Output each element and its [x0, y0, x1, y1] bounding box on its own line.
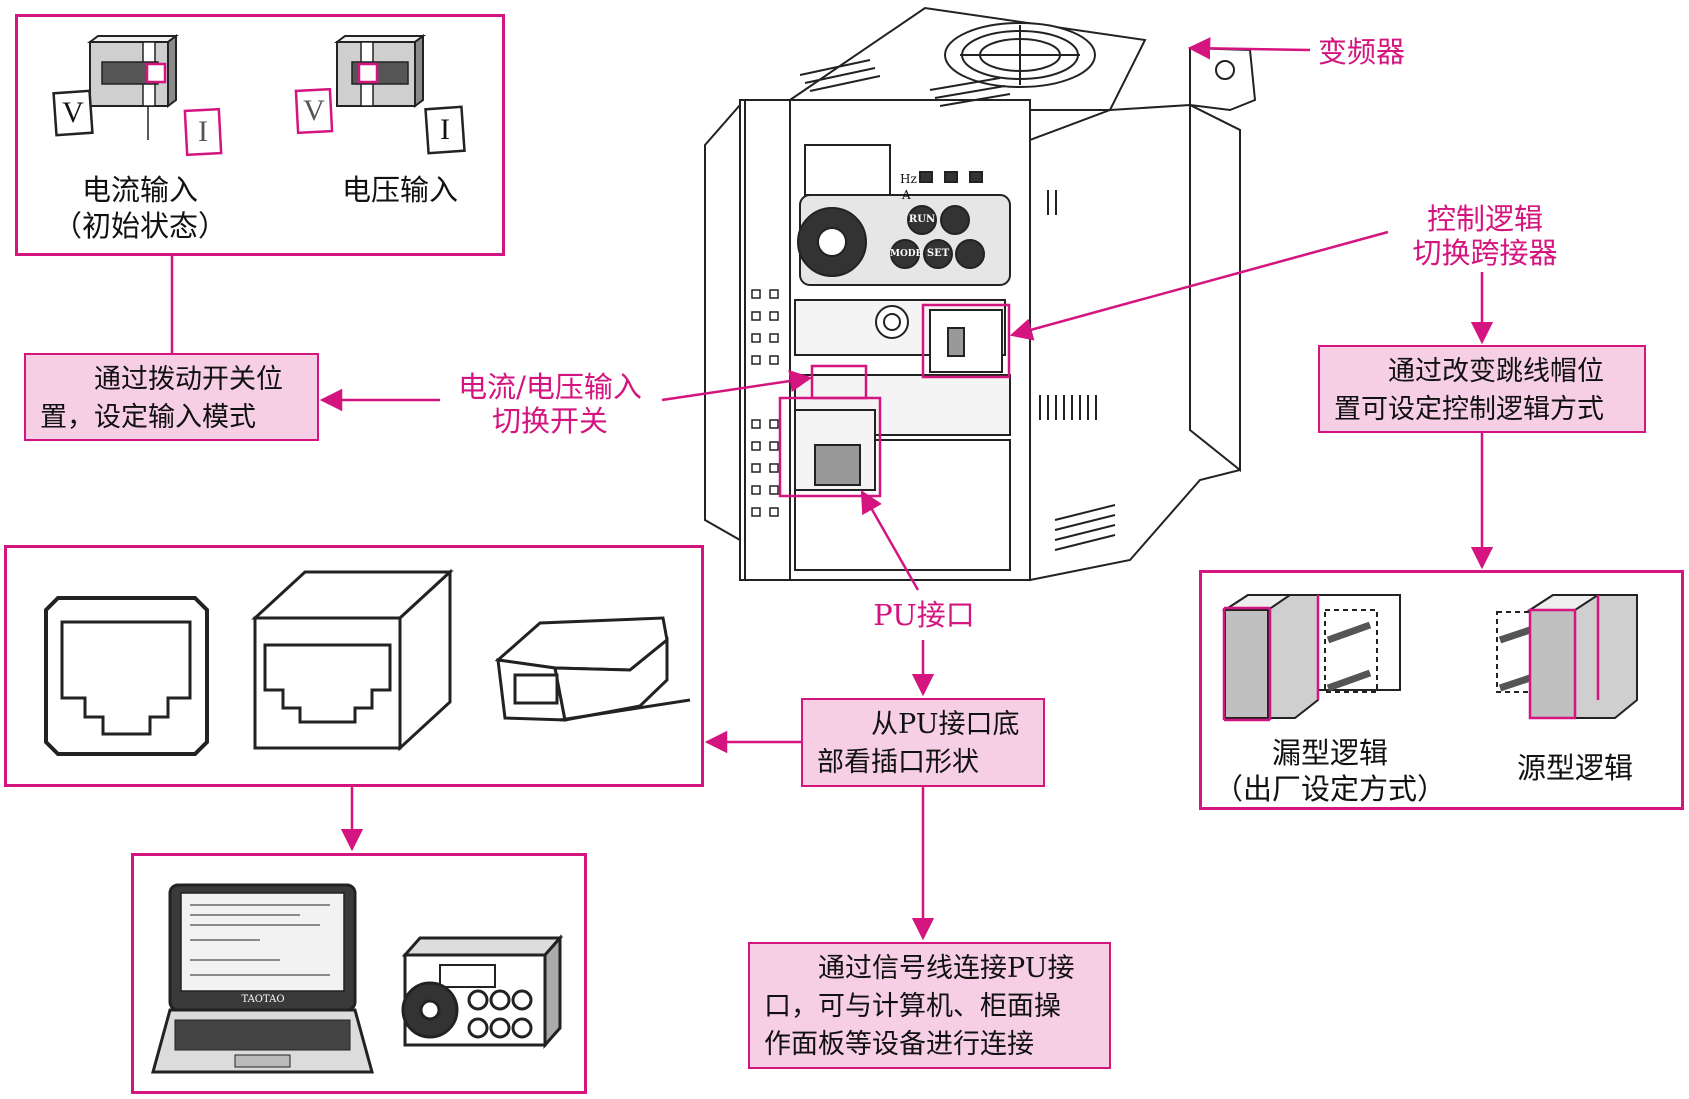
voltage-switch-icon — [334, 34, 426, 108]
sink-jumper-icon — [1221, 594, 1401, 722]
sink-logic-caption: 漏型逻辑 （出厂设定方式） — [1213, 736, 1446, 806]
pu-bottom-note: 从PU接口底 部看插口形状 — [801, 698, 1045, 787]
voltage-input-caption: 电压输入 — [341, 173, 458, 207]
operation-panel-icon — [401, 934, 564, 1049]
source-logic-caption: 源型逻辑 — [1516, 751, 1633, 785]
key-set: SET — [926, 248, 950, 259]
current-input-caption: 电流输入 （初始状态） — [52, 173, 227, 243]
key-run: RUN — [908, 214, 936, 225]
laptop-brand: TAOTAO — [241, 994, 285, 1005]
cv-switch-label: 电流/电压输入 切换开关 — [458, 370, 642, 438]
letter-v-voltage: V — [303, 94, 325, 127]
unit-hz: Hz — [900, 172, 917, 186]
inverter-label: 变频器 — [1318, 35, 1406, 69]
unit-a: A — [902, 188, 911, 202]
current-switch-icon — [87, 34, 179, 140]
pu-connect-note: 通过信号线连接PU接 口，可与计算机、柜面操 作面板等设备进行连接 — [748, 942, 1111, 1069]
pu-plug-icon — [494, 616, 691, 722]
letter-i-voltage: I — [440, 113, 450, 146]
pu-socket-3d-icon — [251, 568, 454, 752]
jumper-note: 通过改变跳线帽位 置可设定控制逻辑方式 — [1318, 345, 1646, 433]
pu-port-label: PU接口 — [873, 598, 975, 632]
pu-socket-front-icon — [44, 596, 209, 756]
source-jumper-icon — [1496, 594, 1638, 720]
switch-mode-note: 通过拨动开关位 置，设定输入模式 — [24, 353, 319, 441]
key-mode: MODE — [890, 249, 923, 259]
laptop-icon — [151, 883, 374, 1074]
letter-v-current: V — [62, 96, 84, 129]
control-logic-label: 控制逻辑 切换跨接器 — [1412, 202, 1558, 270]
letter-i-current: I — [198, 115, 208, 148]
